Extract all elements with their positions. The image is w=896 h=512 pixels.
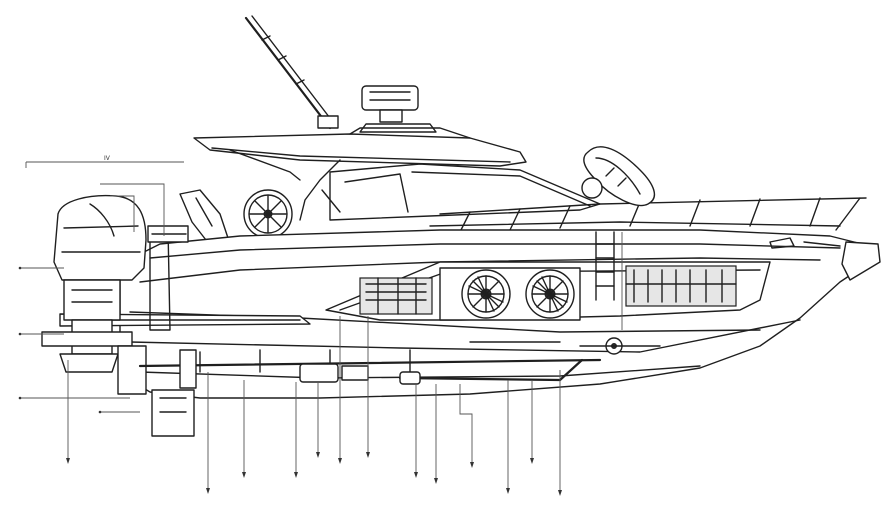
fan-left xyxy=(461,269,511,319)
leader-bottom-4-arrow xyxy=(294,472,298,478)
leader-bottom-9-arrow xyxy=(434,478,438,484)
callouts-bottom xyxy=(66,232,623,496)
leader-bottom-12-arrow xyxy=(530,458,534,464)
leader-bottom-7-arrow xyxy=(366,452,370,458)
leader-left-3 xyxy=(110,195,135,232)
leader-bottom-5-arrow xyxy=(316,452,320,458)
leader-bottom-10-arrow xyxy=(470,462,474,468)
fender-roll xyxy=(581,146,656,206)
leader-bottom-3-arrow xyxy=(242,472,246,478)
leader-bottom-1-arrow xyxy=(66,458,70,464)
ladder xyxy=(595,231,615,301)
helm-wheel xyxy=(243,189,293,239)
outrigger-pole xyxy=(244,15,339,130)
skeg xyxy=(151,389,195,437)
leader-bottom-2-arrow xyxy=(206,488,210,494)
leader-left-6-tip xyxy=(18,396,22,400)
hardtop xyxy=(193,127,527,221)
leader-bottom-10 xyxy=(459,384,473,466)
leader-bottom-6-arrow xyxy=(338,458,342,464)
leader-left-7-tip xyxy=(98,410,102,414)
leader-left-2 xyxy=(100,183,165,236)
leader-left-4-tip xyxy=(18,266,22,270)
radar-dome xyxy=(359,85,437,133)
leader-left-5-tip xyxy=(18,332,22,336)
transom xyxy=(41,225,189,395)
cutaway-interior xyxy=(325,231,771,321)
leader-bottom-8-arrow xyxy=(414,472,418,478)
bow-rail xyxy=(429,197,867,233)
outboard-engine xyxy=(53,194,147,373)
bilge-plumbing xyxy=(138,337,661,389)
top-callout-label: IV xyxy=(104,155,111,162)
callouts-left: IV xyxy=(18,155,184,414)
leader-bottom-13-arrow xyxy=(558,490,562,496)
fan-right xyxy=(525,269,575,319)
windshield xyxy=(321,163,601,221)
leader-bottom-11-arrow xyxy=(506,488,510,494)
